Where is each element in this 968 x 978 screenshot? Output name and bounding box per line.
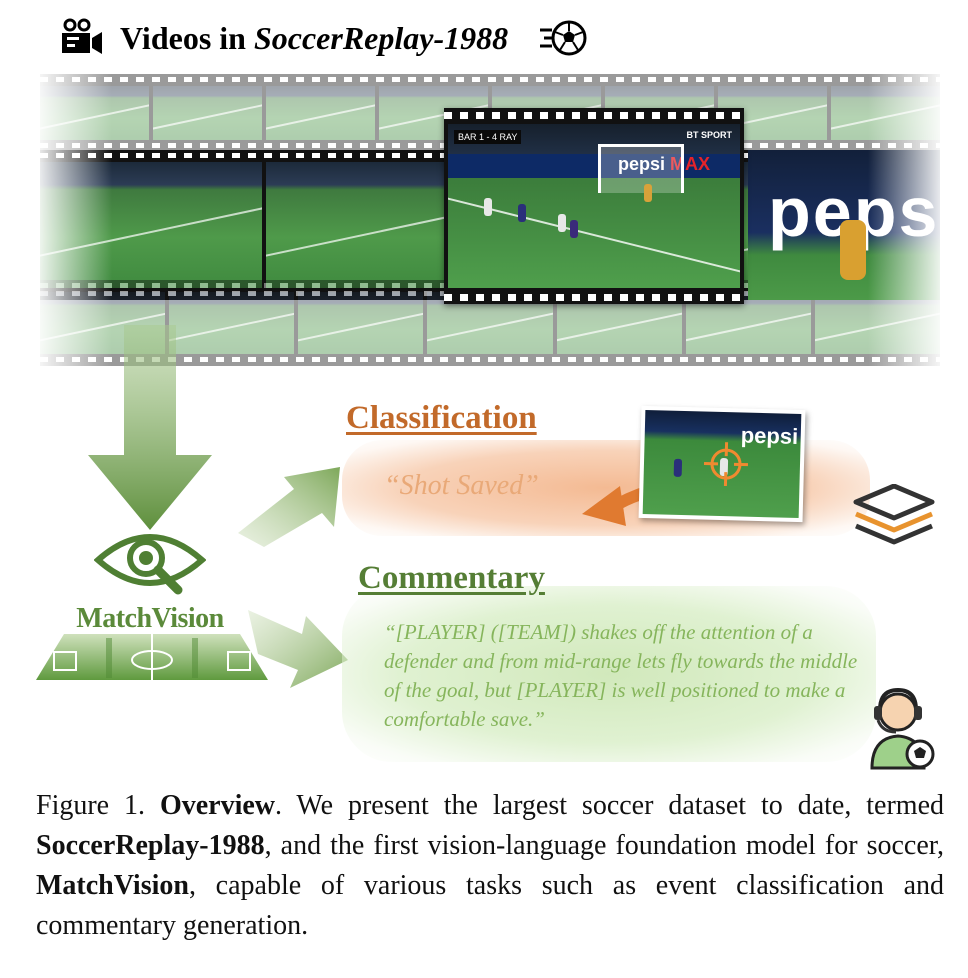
caption-label: Figure 1. <box>36 790 146 821</box>
header-title: Videos in SoccerReplay-1988 <box>120 20 508 57</box>
video-frame <box>266 86 375 140</box>
layers-stack-icon <box>853 484 935 545</box>
caption-dataset-name: SoccerReplay-1988 <box>36 830 265 861</box>
featured-video-frame: pepsi MAX BAR 1 - 4 RAY BT SPORT <box>444 108 744 304</box>
classification-title: Classification <box>346 400 537 436</box>
arrow-to-commentary <box>248 610 348 688</box>
caption-model-name: MatchVision <box>36 870 189 901</box>
goalkeeper-figure <box>644 184 652 202</box>
figure-caption: Figure 1. Overview. We present the large… <box>36 786 944 946</box>
soccer-pitch-base <box>36 634 268 680</box>
commentary-text: “[PLAYER] ([TEAM]) shakes off the attent… <box>384 620 858 731</box>
goalkeeper-figure <box>840 220 866 280</box>
classification-frame: pepsi <box>638 405 806 523</box>
caption-heading: Overview <box>159 790 276 821</box>
ad-board-text: pepsi <box>740 422 799 449</box>
video-frame <box>40 162 262 288</box>
header-title-prefix: Videos in <box>120 19 254 56</box>
player-figure <box>558 214 566 232</box>
video-camera-icon <box>62 18 102 54</box>
matchvision-label: MatchVision <box>76 603 224 634</box>
scorebug: BAR 1 - 4 RAY <box>454 130 522 144</box>
goal-post <box>598 144 684 193</box>
video-frame <box>831 86 940 140</box>
crosshair-icon <box>703 442 749 487</box>
caption-text: , and the first vision-language foundati… <box>264 830 944 861</box>
commentator-headset-icon <box>870 687 935 770</box>
commentary-title: Commentary <box>358 560 545 596</box>
down-arrow <box>88 325 212 530</box>
video-frame <box>298 292 424 354</box>
classification-result: “Shot Saved” <box>384 470 539 501</box>
video-frame <box>814 292 940 354</box>
video-frame-goalkeeper: peps <box>748 150 940 300</box>
video-frame <box>153 86 262 140</box>
broadcaster-logo: BT SPORT <box>686 130 732 140</box>
caption-text: . We present the largest soccer dataset … <box>275 790 944 821</box>
soccer-ball-speed-icon <box>540 20 587 56</box>
player-figure <box>673 458 683 477</box>
header-dataset-name: SoccerReplay-1988 <box>253 19 509 56</box>
figure-header: Videos in SoccerReplay-1988 <box>60 14 588 62</box>
eye-search-icon <box>94 534 206 595</box>
player-figure <box>484 198 492 216</box>
commentary-panel <box>342 586 876 762</box>
video-frame <box>40 86 149 140</box>
player-figure <box>570 220 578 238</box>
caption-text: , capable of various tasks such as event… <box>36 870 944 941</box>
player-figure <box>518 204 526 222</box>
arrow-to-classification <box>238 467 340 547</box>
